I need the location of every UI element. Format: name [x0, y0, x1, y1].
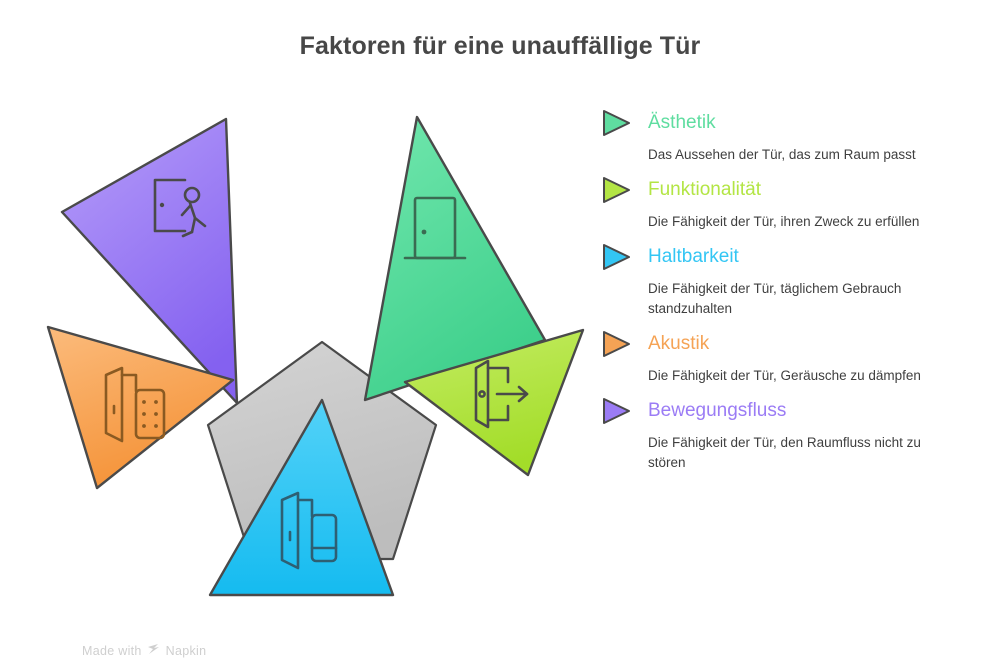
petal-bewegungsfluss[interactable]	[60, 117, 239, 405]
legend-item-funktionalitaet[interactable]: Funktionalität Die Fähigkeit der Tür, ih…	[600, 175, 960, 232]
petal-funktionalitaet[interactable]	[403, 328, 585, 477]
diagram-svg	[46, 115, 585, 597]
triangle-right-icon	[603, 110, 630, 136]
legend-title: Ästhetik	[648, 112, 716, 133]
legend: Ästhetik Das Aussehen der Tür, das zum R…	[600, 108, 960, 483]
triangle-right-icon	[603, 331, 630, 357]
door-open-panel-icon	[280, 491, 338, 570]
page-title: Faktoren für eine unauffällige Tür	[299, 32, 701, 60]
triangle-right-icon	[603, 244, 630, 270]
legend-title: Haltbarkeit	[648, 246, 739, 267]
footer-prefix: Made with	[82, 644, 142, 658]
legend-item-akustik[interactable]: Akustik Die Fähigkeit der Tür, Geräusche…	[600, 329, 960, 386]
legend-title: Akustik	[648, 333, 710, 354]
legend-head: Bewegungsfluss	[600, 396, 960, 426]
petal-funktionalitaet-triangle	[403, 328, 585, 477]
legend-description: Die Fähigkeit der Tür, den Raumfluss nic…	[648, 435, 921, 470]
petal-haltbarkeit[interactable]	[208, 398, 395, 597]
footer-brand: Napkin	[165, 644, 207, 658]
legend-title: Funktionalität	[648, 179, 762, 200]
petal-akustik[interactable]	[46, 325, 235, 490]
triangle-right-icon	[603, 398, 630, 424]
legend-title: Bewegungsfluss	[648, 400, 787, 421]
legend-description: Die Fähigkeit der Tür, ihren Zweck zu er…	[648, 214, 920, 229]
legend-description: Das Aussehen der Tür, das zum Raum passt	[648, 147, 916, 162]
legend-head: Akustik	[600, 329, 960, 359]
door-acoustic-panel-icon	[104, 366, 166, 443]
footer-attribution: Made with Napkin	[82, 643, 206, 659]
diagram	[40, 100, 600, 610]
door-exit-arrow-icon	[474, 359, 529, 429]
door-walking-person-icon	[153, 178, 207, 238]
legend-head: Ästhetik	[600, 108, 960, 138]
legend-item-haltbarkeit[interactable]: Haltbarkeit Die Fähigkeit der Tür, tägli…	[600, 242, 960, 319]
napkin-logo-icon	[147, 643, 161, 659]
legend-head: Haltbarkeit	[600, 242, 960, 272]
legend-item-aesthetik[interactable]: Ästhetik Das Aussehen der Tür, das zum R…	[600, 108, 960, 165]
legend-head: Funktionalität	[600, 175, 960, 205]
triangle-right-icon	[603, 177, 630, 203]
legend-item-bewegungsfluss[interactable]: Bewegungsfluss Die Fähigkeit der Tür, de…	[600, 396, 960, 473]
legend-description: Die Fähigkeit der Tür, Geräusche zu dämp…	[648, 368, 921, 383]
petal-bewegungsfluss-triangle	[60, 117, 239, 405]
petal-haltbarkeit-triangle	[208, 398, 395, 597]
door-closed-icon	[403, 196, 467, 260]
legend-description: Die Fähigkeit der Tür, täglichem Gebrauc…	[648, 281, 902, 316]
